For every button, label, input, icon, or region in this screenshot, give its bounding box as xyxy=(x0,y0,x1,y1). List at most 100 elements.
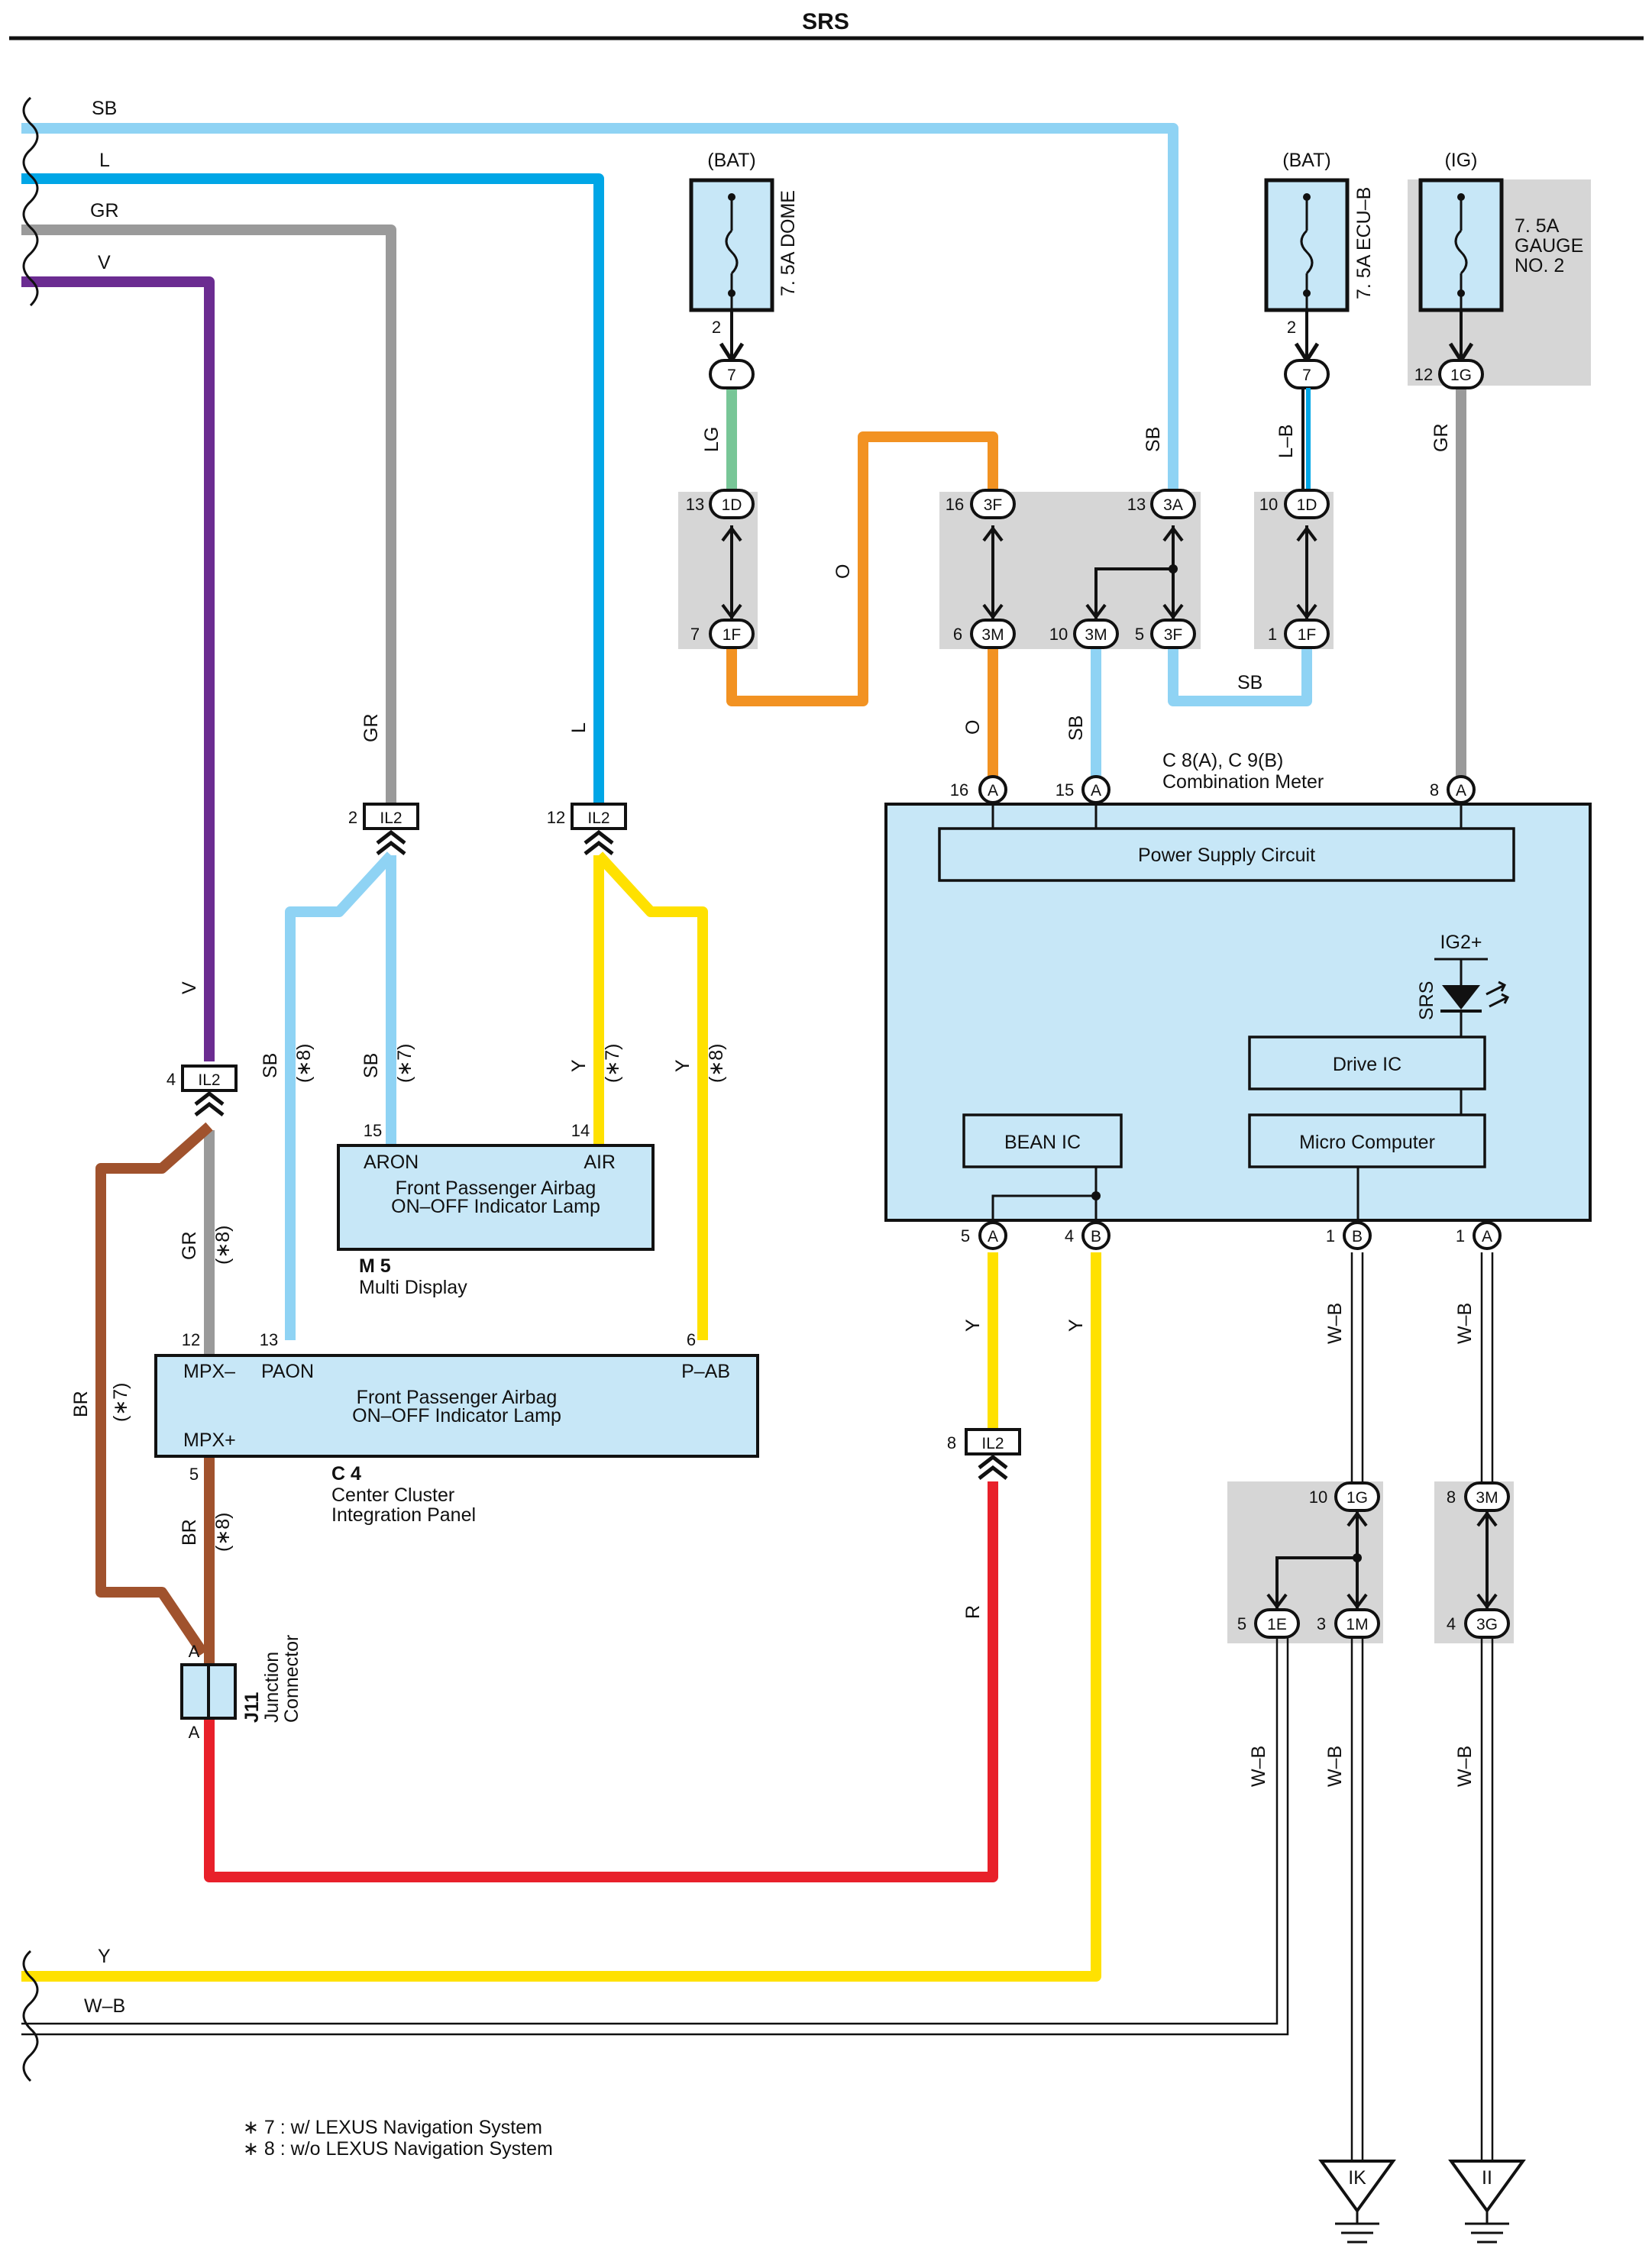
jb4: 1G 10 1E 5 1M 3 xyxy=(1237,1481,1380,1639)
c4-mpx-minus: MPX– xyxy=(183,1361,235,1382)
left-label-gr: GR xyxy=(90,200,119,221)
label-y-a5: Y xyxy=(962,1319,984,1332)
wire-labels: LG O O SB L–B GR SB SB GR L V SB (∗8) SB… xyxy=(70,424,1476,1788)
m5-aron: ARON xyxy=(364,1152,419,1173)
meter-pin-8-conn: A xyxy=(1456,782,1466,800)
label-o2: O xyxy=(962,720,984,735)
fuse-gauge-label-2: GAUGE xyxy=(1515,235,1583,257)
c4-name2: Integration Panel xyxy=(331,1504,476,1526)
c4-pin5: 5 xyxy=(189,1465,199,1484)
wire-y-pab xyxy=(594,851,708,1340)
m5-code: M 5 xyxy=(359,1255,391,1277)
c4-name1: Center Cluster xyxy=(331,1485,454,1506)
wire-l-top xyxy=(21,173,604,813)
il2-v-pin: 4 xyxy=(166,1070,176,1089)
jb1-top-conn: 1D xyxy=(722,496,742,514)
wire-br-7 xyxy=(95,1122,213,1656)
meter-pin-8: 8 xyxy=(1430,780,1439,800)
meter-pin-4: 4 xyxy=(1065,1226,1074,1245)
wire-v-top xyxy=(21,276,215,1061)
c4-line2: ON–OFF Indicator Lamp xyxy=(352,1405,561,1426)
jb3-top-conn: 1D xyxy=(1297,496,1317,514)
label-lb: L–B xyxy=(1275,425,1297,458)
j11-code: J11 xyxy=(241,1692,263,1723)
fuse-ecub-label: 7. 5A ECU–B xyxy=(1353,187,1375,299)
jb3-top-pin: 10 xyxy=(1259,495,1278,514)
jb1-bot-conn: 1F xyxy=(723,626,742,644)
meter-pin-5-conn: A xyxy=(988,1228,998,1245)
fuse-ecu-b: (BAT) 7. 5A ECU–B 2 7 xyxy=(1264,150,1375,501)
jb3-bot-pin: 1 xyxy=(1268,625,1277,644)
jb5-top-conn: 3M xyxy=(1476,1489,1498,1507)
ground-ii-label: II xyxy=(1482,2167,1492,2189)
jb2: 3F 16 3A 13 3M 6 3M 10 3F 5 xyxy=(946,489,1196,649)
label-gr8: GR xyxy=(179,1232,200,1261)
meter-pin-15: 15 xyxy=(1056,780,1074,800)
fuse-dome-pin: 2 xyxy=(712,318,721,337)
left-label-l: L xyxy=(99,150,110,171)
wire-sb-paon xyxy=(285,851,396,1340)
left-label-wb: W–B xyxy=(84,1995,125,2017)
meter-pin-1a-conn: A xyxy=(1482,1228,1492,1245)
jb1-top-pin: 13 xyxy=(686,495,704,514)
fuse-gauge-conn: 1G xyxy=(1450,367,1472,384)
label-l-il2: L xyxy=(568,722,590,733)
c4-pin6: 6 xyxy=(687,1330,696,1349)
jb2-pin-3: 6 xyxy=(953,625,962,644)
jb5-bot-conn: 3G xyxy=(1476,1616,1498,1633)
ground-ik-label: IK xyxy=(1348,2167,1366,2189)
wb-wires xyxy=(21,1252,1494,2161)
il2-v-name: IL2 xyxy=(198,1071,220,1089)
meter-name: Combination Meter xyxy=(1162,771,1324,793)
m5-pin-air: 14 xyxy=(571,1121,590,1140)
c4-pin13: 13 xyxy=(260,1330,278,1349)
srs-led-icon xyxy=(1442,985,1480,1010)
meter-pin-16: 16 xyxy=(950,780,968,800)
meter-pins: A 16 A 15 A 8 A 5 B 4 B 1 A 1 xyxy=(950,775,1502,1250)
jb2-pin-2: 13 xyxy=(1127,495,1146,514)
footnote-8: ∗ 8 : w/o LEXUS Navigation System xyxy=(243,2138,553,2160)
c4-mpx-plus: MPX+ xyxy=(183,1430,236,1451)
ground-ii: II xyxy=(1448,2160,1526,2244)
label-n8c: (∗8) xyxy=(212,1225,234,1265)
fuse-ecub-supply: (BAT) xyxy=(1282,150,1330,171)
label-n8d: (∗8) xyxy=(212,1512,234,1552)
m5-line2: ON–OFF Indicator Lamp xyxy=(391,1196,600,1217)
label-wb3: W–B xyxy=(1248,1746,1269,1787)
wire-y-b4 xyxy=(21,1252,1101,1982)
il2-l-pin: 12 xyxy=(547,808,565,827)
jb1-bot-pin: 7 xyxy=(690,625,700,644)
jb2-conn-4: 3M xyxy=(1085,626,1107,644)
label-gr-il2: GR xyxy=(360,714,382,743)
meter-drive-ic: Drive IC xyxy=(1333,1054,1401,1075)
m5-pin-aron: 15 xyxy=(364,1121,382,1140)
label-r: R xyxy=(962,1605,984,1619)
label-y8: Y xyxy=(672,1059,693,1072)
meter-pin-5: 5 xyxy=(961,1226,970,1245)
meter-pin-1b: 1 xyxy=(1326,1226,1335,1245)
jb5: 3M 8 3G 4 xyxy=(1447,1481,1510,1639)
label-n8b: (∗8) xyxy=(706,1043,727,1083)
jb4-b1-conn: 1E xyxy=(1267,1616,1287,1633)
label-sb-h: SB xyxy=(1237,672,1262,693)
j11-junction-connector: A A J11 Junction Connector xyxy=(180,1635,302,1742)
jb2-pin-1: 16 xyxy=(946,495,964,514)
meter-pin-4-conn: B xyxy=(1091,1228,1101,1245)
label-wb5: W–B xyxy=(1454,1746,1476,1787)
j11-name2: Connector xyxy=(281,1635,302,1723)
meter-code: C 8(A), C 9(B) xyxy=(1162,750,1283,771)
m5-air: AIR xyxy=(584,1152,616,1173)
fuse-gauge: (IG) 7. 5A GAUGE NO. 2 12 1G xyxy=(1414,150,1583,389)
fuse-gauge-supply: (IG) xyxy=(1444,150,1477,171)
j11-a-bot: A xyxy=(189,1723,200,1742)
jb2-pin-5: 5 xyxy=(1135,625,1144,644)
wire-sb-h xyxy=(1168,634,1312,706)
label-wb4: W–B xyxy=(1324,1746,1346,1787)
label-sb-top: SB xyxy=(1143,427,1164,452)
il2-r-pin: 8 xyxy=(947,1433,956,1452)
label-wb2: W–B xyxy=(1454,1303,1476,1344)
fuse-dome-supply: (BAT) xyxy=(707,150,755,171)
meter-pin-16-conn: A xyxy=(988,782,998,800)
jb4-b2-conn: 1M xyxy=(1346,1616,1368,1633)
